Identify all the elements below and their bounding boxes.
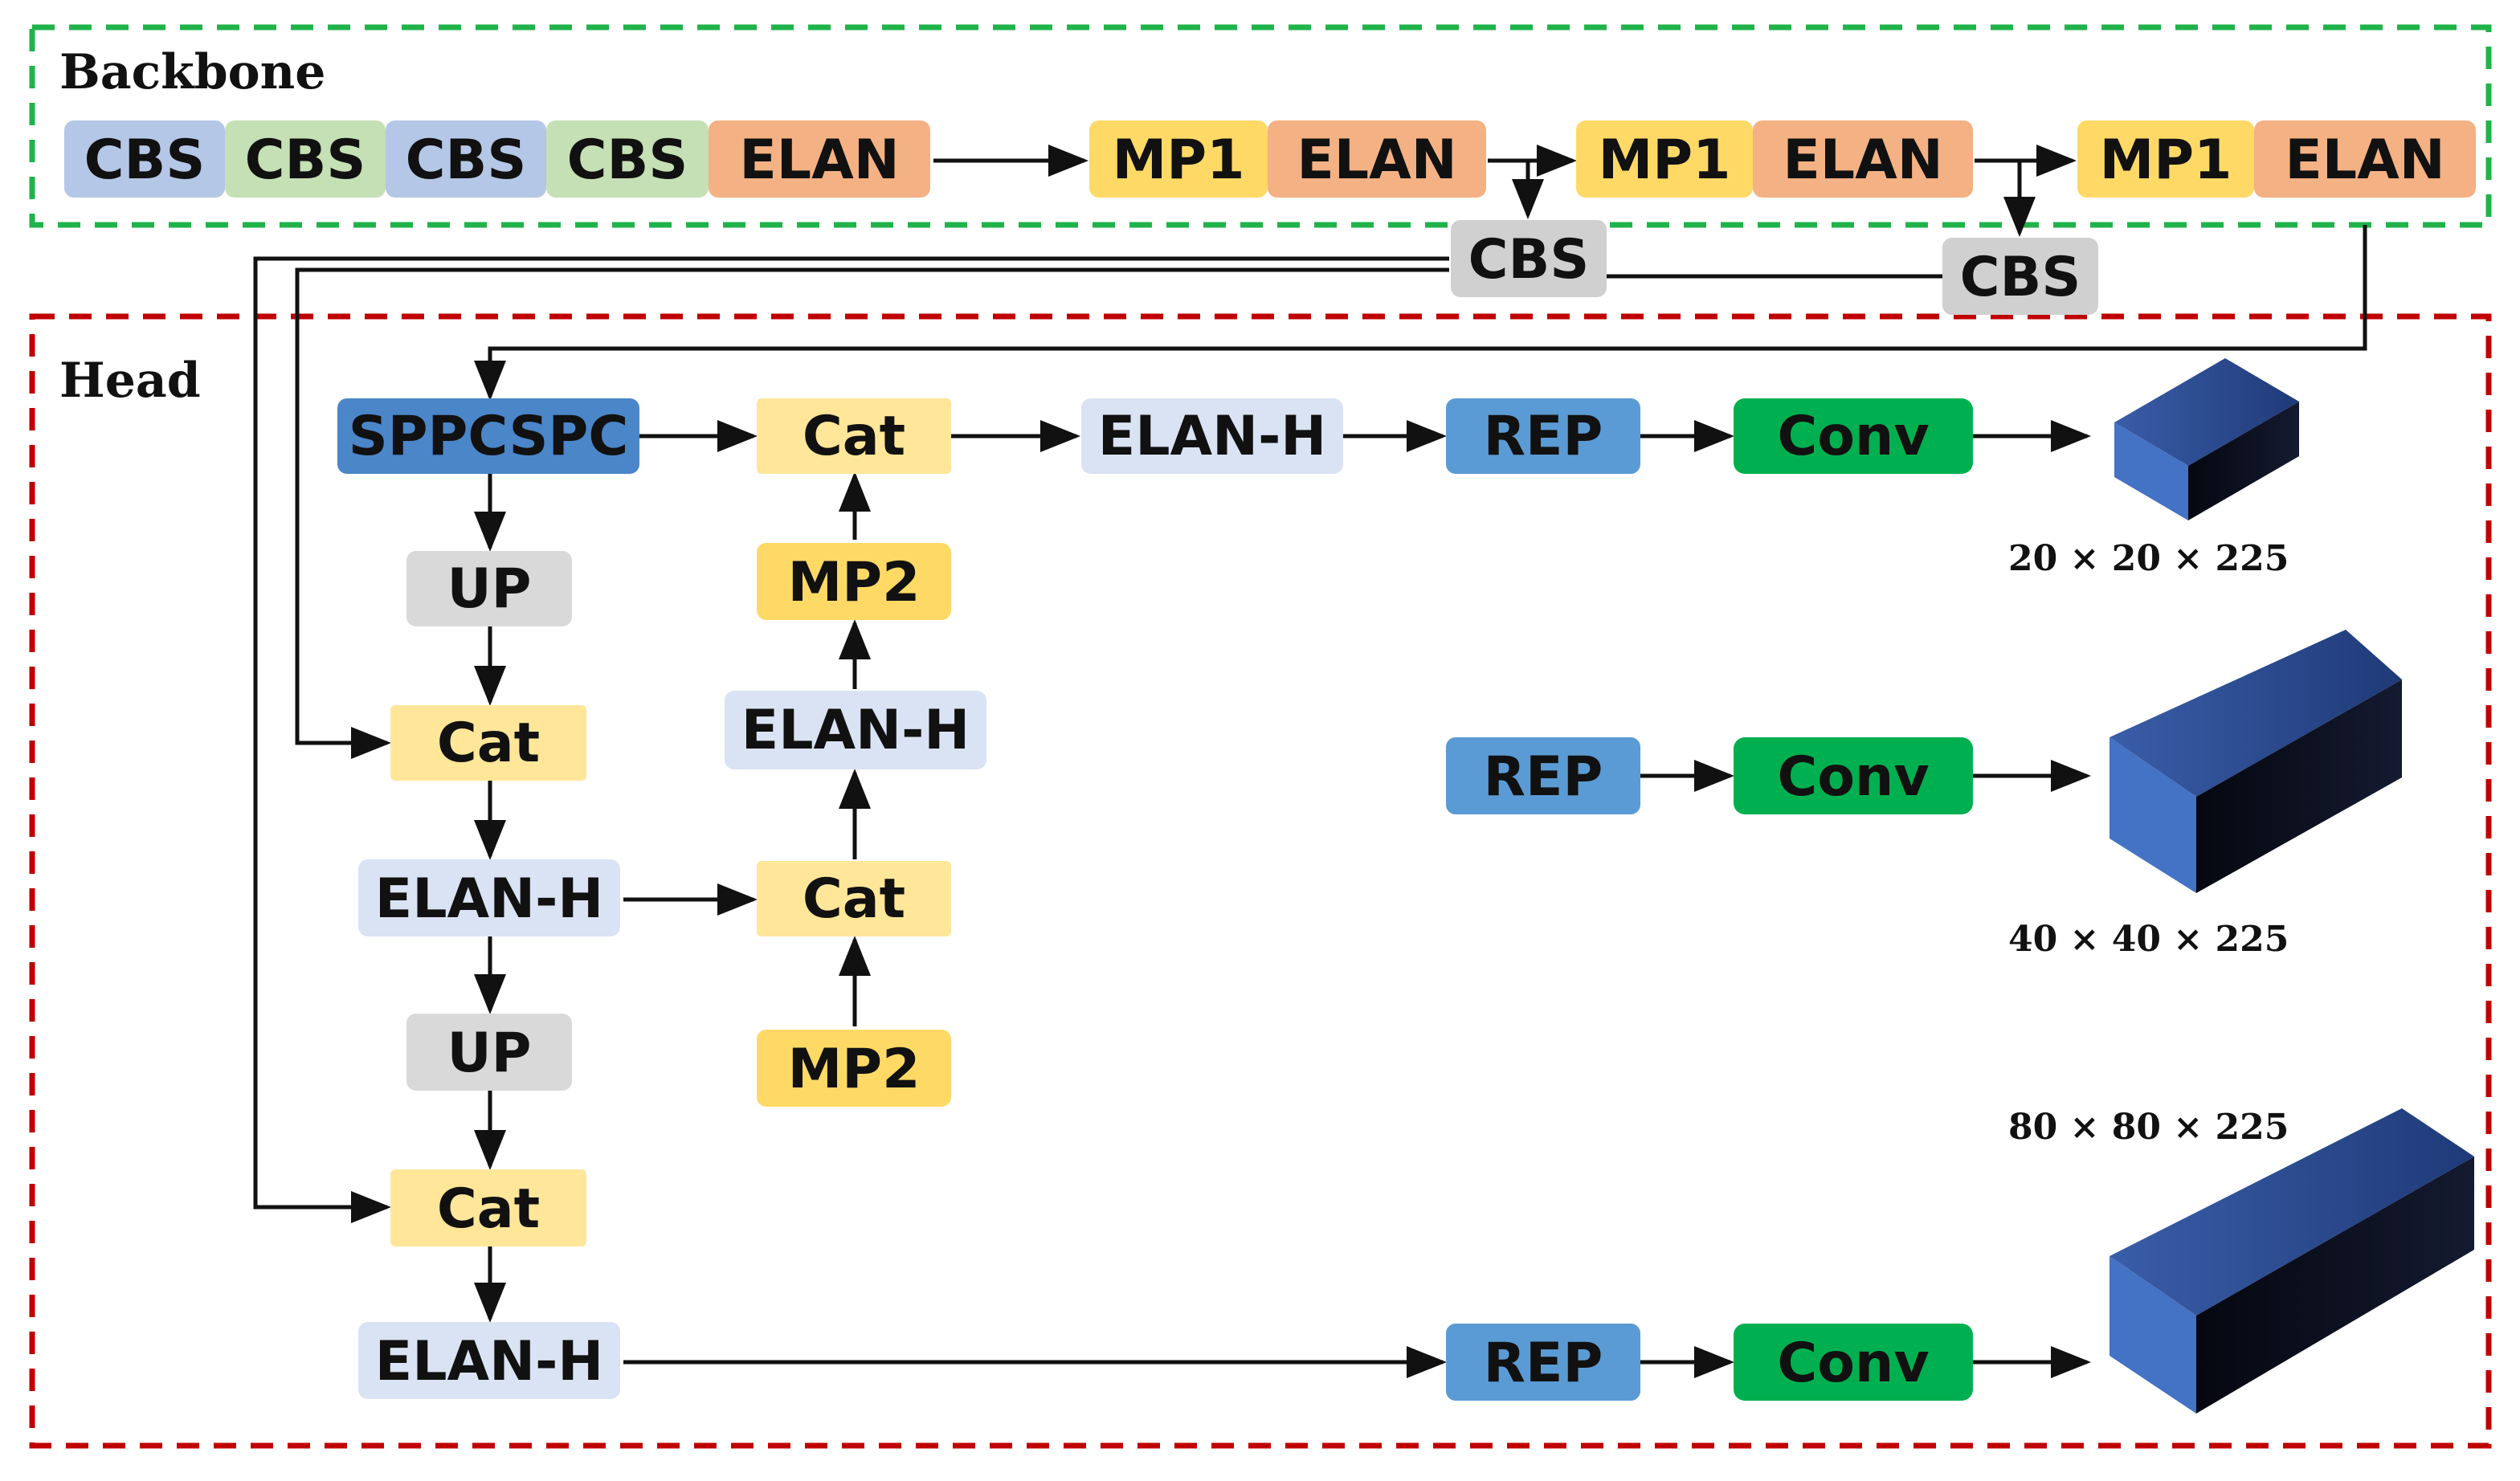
backbone-elan-3: ELAN xyxy=(1753,120,1973,198)
elan-h-block-bottom: ELAN-H xyxy=(358,1322,620,1399)
output-dim-large: 80 × 80 × 225 xyxy=(2008,1107,2289,1148)
backbone-region xyxy=(29,24,2492,228)
svg-text:Cat: Cat xyxy=(803,867,905,931)
cat-block-left-2: Cat xyxy=(390,1169,586,1246)
side-cbs-2: CBS xyxy=(1942,238,2098,315)
svg-text:CBS: CBS xyxy=(406,129,527,192)
backbone-cbs-1: CBS xyxy=(64,120,225,198)
head-label: Head xyxy=(59,353,201,409)
backbone-label: Backbone xyxy=(59,44,325,100)
sppcspc-block: SPPCSPC xyxy=(337,398,639,474)
svg-text:Cat: Cat xyxy=(437,712,540,775)
conv-block-2: Conv xyxy=(1734,737,1973,814)
svg-text:SPPCSPC: SPPCSPC xyxy=(349,405,629,468)
output-cube-medium xyxy=(2110,630,2402,893)
svg-text:ELAN: ELAN xyxy=(1297,129,1456,192)
svg-text:ELAN-H: ELAN-H xyxy=(741,699,970,762)
svg-text:MP2: MP2 xyxy=(788,1038,921,1101)
backbone-cbs-3: CBS xyxy=(386,120,546,198)
backbone-cbs-4: CBS xyxy=(546,120,709,198)
rep-block-1: REP xyxy=(1446,398,1640,474)
svg-text:Conv: Conv xyxy=(1777,1332,1929,1395)
svg-text:ELAN-H: ELAN-H xyxy=(375,867,603,931)
svg-text:Cat: Cat xyxy=(437,1177,540,1241)
svg-text:REP: REP xyxy=(1484,745,1603,809)
svg-text:CBS: CBS xyxy=(567,129,688,192)
svg-text:ELAN: ELAN xyxy=(2285,129,2444,192)
svg-text:ELAN-H: ELAN-H xyxy=(1098,405,1326,468)
backbone-mp1-2: MP1 xyxy=(1576,120,1753,198)
svg-text:Conv: Conv xyxy=(1777,405,1929,468)
svg-text:MP1: MP1 xyxy=(1113,129,1245,192)
backbone-elan-1: ELAN xyxy=(709,120,930,198)
elan-h-block-left-1: ELAN-H xyxy=(358,859,620,936)
svg-text:ELAN: ELAN xyxy=(1783,129,1942,192)
elan-h-block-mid: ELAN-H xyxy=(725,691,986,769)
svg-text:REP: REP xyxy=(1484,405,1603,468)
svg-text:ELAN-H: ELAN-H xyxy=(375,1330,603,1393)
backbone-mp1-3: MP1 xyxy=(2077,120,2254,198)
output-dim-medium: 40 × 40 × 225 xyxy=(2008,919,2289,960)
svg-text:CBS: CBS xyxy=(1468,228,1590,292)
head-region xyxy=(29,313,2492,1449)
backbone-mp1-1: MP1 xyxy=(1089,120,1268,198)
svg-text:MP1: MP1 xyxy=(1599,129,1731,192)
up-block-1: UP xyxy=(406,551,572,626)
rep-block-3: REP xyxy=(1446,1324,1640,1401)
svg-text:MP1: MP1 xyxy=(2100,129,2232,192)
backbone-elan-4: ELAN xyxy=(2254,120,2476,198)
rep-block-2: REP xyxy=(1446,737,1640,814)
up-block-2: UP xyxy=(406,1014,572,1091)
svg-text:ELAN: ELAN xyxy=(739,129,899,192)
svg-text:REP: REP xyxy=(1484,1332,1603,1395)
side-cbs-1: CBS xyxy=(1451,220,1607,297)
svg-text:CBS: CBS xyxy=(245,129,366,192)
backbone-elan-2: ELAN xyxy=(1268,120,1486,198)
mp2-block-2: MP2 xyxy=(757,1030,951,1107)
cat-block-left-1: Cat xyxy=(390,705,586,781)
svg-text:CBS: CBS xyxy=(1960,246,2081,309)
output-cube-small xyxy=(2114,358,2299,520)
svg-text:Conv: Conv xyxy=(1777,745,1929,809)
output-dim-small: 20 × 20 × 225 xyxy=(2008,538,2289,579)
backbone-cbs-2: CBS xyxy=(225,120,386,198)
output-cube-large xyxy=(2110,1108,2474,1414)
svg-text:UP: UP xyxy=(447,1022,531,1085)
svg-text:Cat: Cat xyxy=(803,405,905,468)
cat-block-top: Cat xyxy=(757,398,951,474)
conv-block-3: Conv xyxy=(1734,1324,1973,1401)
svg-text:UP: UP xyxy=(447,557,531,621)
svg-text:MP2: MP2 xyxy=(788,551,921,614)
cat-block-mid: Cat xyxy=(757,861,951,936)
elan-h-block-top: ELAN-H xyxy=(1081,398,1343,474)
mp2-block-1: MP2 xyxy=(757,543,951,620)
conv-block-1: Conv xyxy=(1734,398,1973,474)
svg-text:CBS: CBS xyxy=(84,129,206,192)
